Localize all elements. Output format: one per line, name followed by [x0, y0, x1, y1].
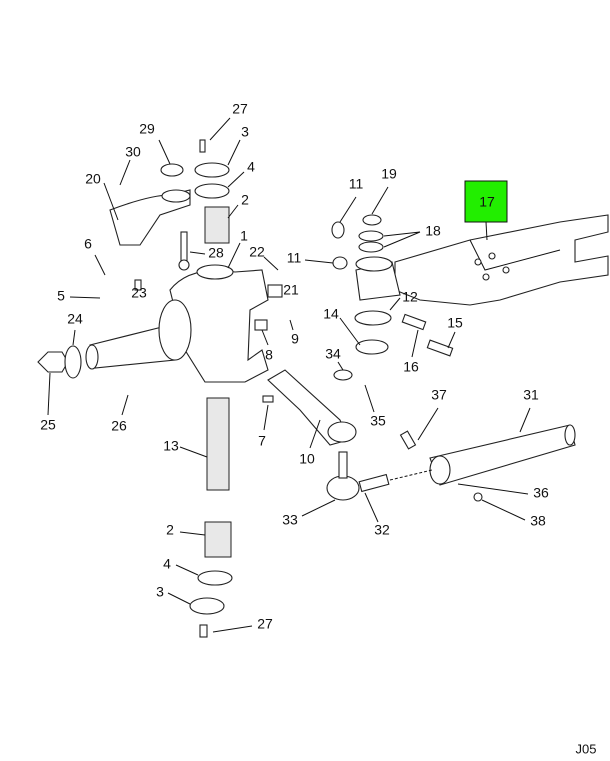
tie-rod-end [326, 475, 360, 501]
bushing-2 [204, 206, 230, 244]
cap-3 [194, 162, 230, 178]
gasket-4 [194, 183, 230, 199]
callout-label[interactable]: 11 [287, 250, 302, 266]
callout-label[interactable]: 20 [85, 171, 101, 187]
nut-25 [37, 351, 69, 373]
callout-label[interactable]: 33 [282, 512, 298, 528]
callout-label[interactable]: 35 [370, 413, 386, 429]
callout-label[interactable]: 22 [249, 244, 265, 260]
callout-label[interactable]: 7 [258, 433, 266, 449]
leader-lines [47, 117, 531, 633]
callout-label[interactable]: 18 [425, 223, 441, 239]
callout-label[interactable]: 6 [84, 236, 92, 252]
gasket-4-lower [197, 570, 233, 586]
callout-label[interactable]: 12 [402, 289, 418, 305]
callout-labels: 27 29 3 30 4 20 2 1 22 28 6 23 5 21 8 9 … [40, 101, 549, 632]
callout-label[interactable]: 3 [241, 124, 249, 140]
seal-14 [355, 339, 389, 355]
callout-label[interactable]: 14 [323, 306, 339, 322]
callout-label[interactable]: 30 [125, 144, 141, 160]
callout-label[interactable]: 8 [265, 347, 273, 363]
callout-label[interactable]: 10 [299, 451, 315, 467]
callout-label[interactable]: 26 [111, 418, 127, 434]
callout-label[interactable]: 19 [381, 166, 397, 182]
callout-label-highlighted[interactable]: 17 [479, 194, 495, 210]
callout-label[interactable]: 2 [241, 192, 249, 208]
callout-label[interactable]: 1 [240, 228, 248, 244]
king-pin [206, 397, 230, 491]
highlighted-callout-box[interactable] [464, 180, 508, 223]
callout-label[interactable]: 27 [257, 616, 273, 632]
callout-label[interactable]: 4 [247, 159, 255, 175]
callout-label[interactable]: 36 [533, 485, 549, 501]
callout-label[interactable]: 21 [283, 282, 299, 298]
callout-label[interactable]: 27 [232, 101, 248, 117]
washer-24 [64, 345, 82, 379]
callout-label[interactable]: 15 [447, 315, 463, 331]
callout-label[interactable]: 3 [156, 584, 164, 600]
seal-12 [354, 310, 392, 326]
callout-label[interactable]: 37 [431, 387, 447, 403]
bushing-2-lower [204, 521, 232, 558]
callout-label[interactable]: 13 [163, 438, 179, 454]
callout-label[interactable]: 24 [67, 311, 83, 327]
callout-label[interactable]: 11 [349, 176, 364, 192]
callout-label[interactable]: 32 [374, 522, 390, 538]
callout-label[interactable]: 38 [530, 513, 546, 529]
callout-label[interactable]: 28 [208, 245, 224, 261]
callout-label[interactable]: 23 [131, 285, 147, 301]
cap-3-lower [189, 597, 225, 615]
callout-label[interactable]: 34 [325, 346, 341, 362]
callout-label[interactable]: 29 [139, 121, 155, 137]
callout-label[interactable]: 5 [57, 288, 65, 304]
drawing-code: J05 [576, 741, 597, 756]
callout-label[interactable]: 2 [166, 522, 174, 538]
cross-tube [429, 424, 576, 486]
callout-label[interactable]: 31 [523, 387, 539, 403]
callout-label[interactable]: 16 [403, 359, 419, 375]
nut-29 [160, 163, 184, 177]
callout-label[interactable]: 9 [291, 331, 299, 347]
front-axle-beam [394, 214, 609, 306]
callout-label[interactable]: 4 [163, 556, 171, 572]
callout-label[interactable]: 25 [40, 417, 56, 433]
steering-knuckle [85, 264, 269, 383]
